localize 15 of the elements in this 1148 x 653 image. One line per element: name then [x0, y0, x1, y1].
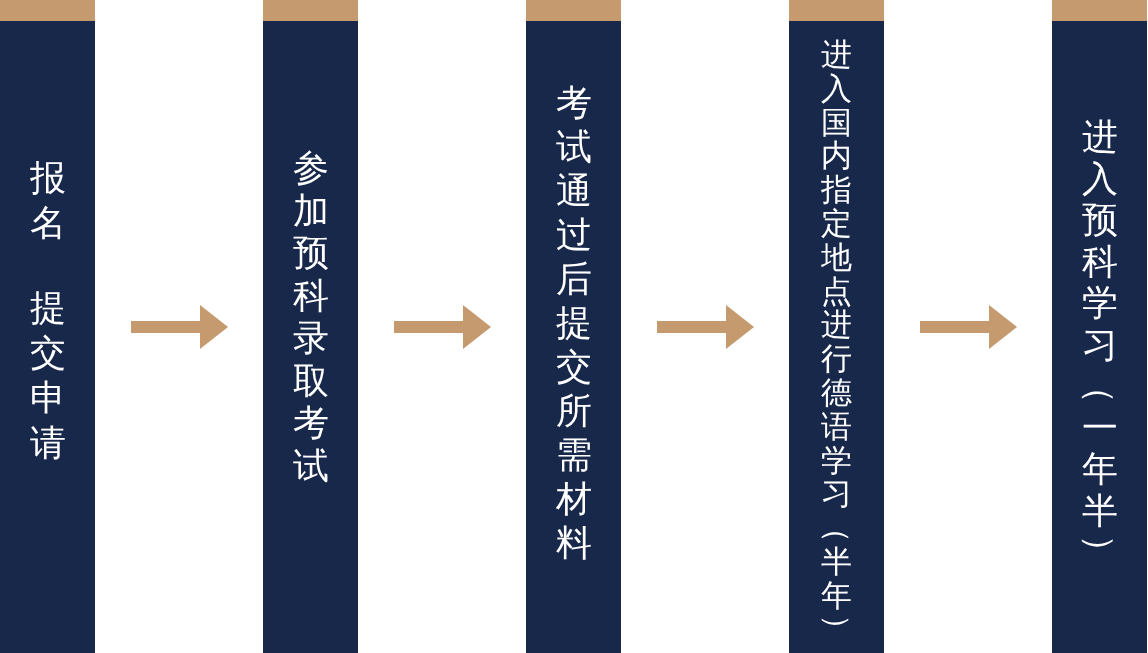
step-column: [789, 0, 884, 653]
step-text: 参加预科录取考试: [291, 147, 330, 487]
step-column: [1052, 0, 1147, 653]
step-text: 报名: [28, 156, 67, 245]
arrow: [394, 305, 491, 349]
arrow: [920, 305, 1017, 349]
step-text: 提交申请: [28, 286, 67, 465]
step-column: [263, 0, 358, 653]
step-text: 进入预科学习（一年半）: [1079, 116, 1120, 572]
arrow: [131, 305, 228, 349]
step-column: [526, 0, 621, 653]
arrow: [657, 305, 754, 349]
step-column: [0, 0, 95, 653]
step-text: 考试通过后提交所需材料: [554, 81, 593, 565]
step-text: 进入国内指定地点进行德语学习（半年）: [819, 38, 854, 647]
